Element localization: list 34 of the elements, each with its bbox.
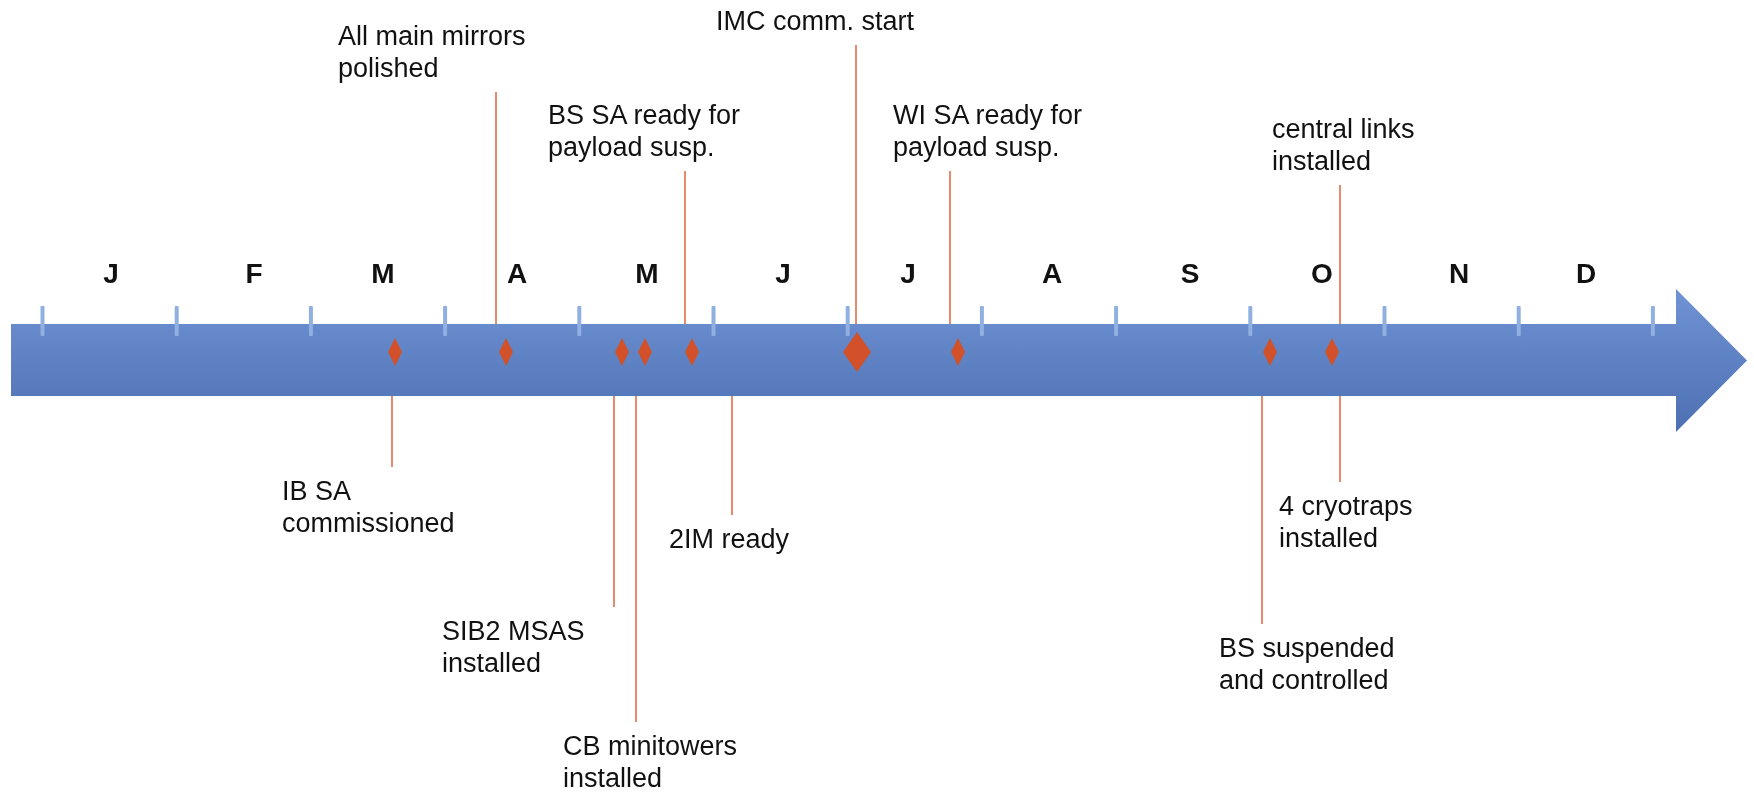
month-label: J bbox=[103, 258, 119, 290]
leader-line bbox=[855, 44, 857, 325]
milestone-label: BS SA ready for payload susp. bbox=[548, 100, 741, 162]
month-label: M bbox=[371, 258, 395, 290]
leader-line bbox=[635, 395, 637, 723]
milestone-label: All main mirrors polished bbox=[338, 21, 526, 83]
leader-line bbox=[949, 170, 951, 325]
month-label: F bbox=[245, 258, 263, 290]
leader-line bbox=[1261, 395, 1263, 625]
month-label: S bbox=[1180, 258, 1200, 290]
milestone-label: 4 cryotraps installed bbox=[1279, 491, 1413, 553]
milestone-label: IMC comm. start bbox=[716, 6, 914, 36]
month-label: A bbox=[1041, 258, 1063, 290]
leader-line bbox=[1339, 184, 1341, 325]
month-label: O bbox=[1311, 258, 1333, 290]
milestone-label: central links installed bbox=[1272, 114, 1415, 176]
leader-line bbox=[731, 395, 733, 516]
milestone-label: 2IM ready bbox=[669, 524, 790, 554]
month-label: N bbox=[1448, 258, 1470, 290]
milestone-label: WI SA ready for payload susp. bbox=[893, 100, 1083, 162]
month-label: D bbox=[1575, 258, 1597, 290]
leader-line bbox=[684, 170, 686, 325]
leader-line bbox=[495, 91, 497, 325]
milestone-label: IB SA commissioned bbox=[282, 476, 455, 538]
milestone-label: CB minitowers installed bbox=[563, 731, 738, 793]
leader-line bbox=[391, 395, 393, 468]
milestone-label: BS suspended and controlled bbox=[1219, 633, 1395, 695]
leader-line bbox=[1339, 395, 1341, 483]
month-label: J bbox=[775, 258, 791, 290]
leader-line bbox=[613, 395, 615, 608]
month-label: J bbox=[900, 258, 916, 290]
milestone-label: SIB2 MSAS installed bbox=[442, 616, 585, 678]
month-label: M bbox=[635, 258, 659, 290]
month-label: A bbox=[506, 258, 528, 290]
